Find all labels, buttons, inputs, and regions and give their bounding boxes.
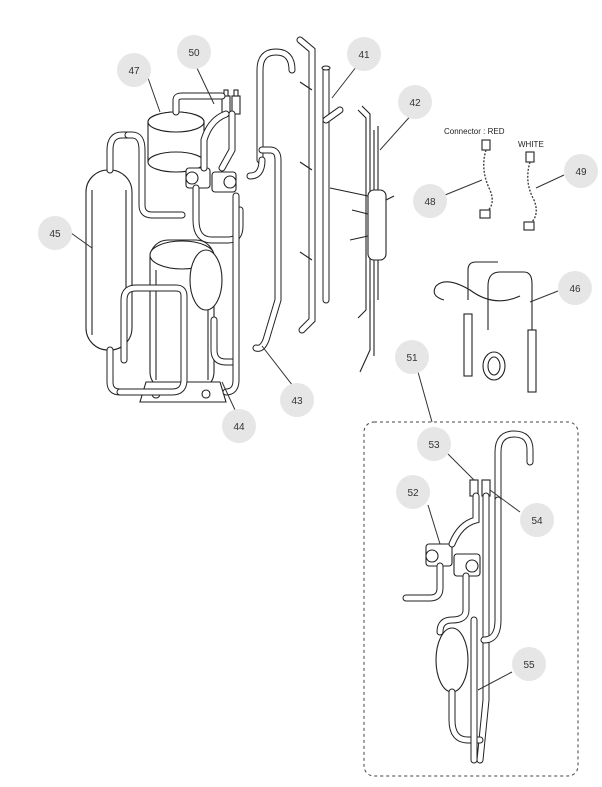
callout-50: 50: [177, 35, 211, 69]
sub-assembly-51: [363, 421, 579, 777]
connector-red-label: Connector : RED: [444, 127, 505, 136]
callout-48: 48: [413, 184, 447, 218]
svg-text:41: 41: [358, 50, 370, 61]
main-pipework: [116, 48, 296, 396]
callout-46: 46: [558, 271, 592, 305]
callout-51: 51: [395, 340, 429, 374]
callout-43: 43: [280, 383, 314, 417]
connector-red-48: [479, 139, 493, 219]
svg-text:44: 44: [233, 422, 245, 433]
connector-white-label: WHITE: [518, 140, 544, 149]
svg-text:47: 47: [128, 66, 140, 77]
service-valves: [221, 89, 241, 115]
callout-54: 54: [520, 503, 554, 537]
svg-text:42: 42: [409, 98, 421, 109]
callout-44: 44: [222, 409, 256, 443]
svg-text:45: 45: [49, 229, 61, 240]
distributor-42: [329, 105, 395, 373]
callout-55: 55: [512, 647, 546, 681]
pipe-assembly-41: [296, 36, 344, 334]
connector-white-49: [523, 151, 537, 231]
callout-47: 47: [117, 53, 151, 87]
svg-text:43: 43: [291, 396, 303, 407]
svg-text:51: 51: [406, 353, 418, 364]
svg-text:53: 53: [428, 440, 440, 451]
callout-41: 41: [347, 37, 381, 71]
svg-text:48: 48: [424, 197, 436, 208]
svg-text:46: 46: [569, 284, 581, 295]
sensor-coil-46: [433, 261, 537, 393]
callout-42: 42: [398, 85, 432, 119]
callout-53: 53: [417, 427, 451, 461]
callout-52: 52: [396, 475, 430, 509]
callout-45: 45: [38, 216, 72, 250]
main-compressor-assembly: [85, 48, 296, 403]
svg-text:52: 52: [407, 488, 419, 499]
svg-text:49: 49: [575, 167, 587, 178]
loose-pipe: [252, 146, 282, 352]
svg-text:54: 54: [531, 516, 543, 527]
svg-text:50: 50: [188, 48, 200, 59]
svg-text:55: 55: [523, 660, 535, 671]
callout-49: 49: [564, 154, 598, 188]
upper-tank: [147, 111, 205, 173]
